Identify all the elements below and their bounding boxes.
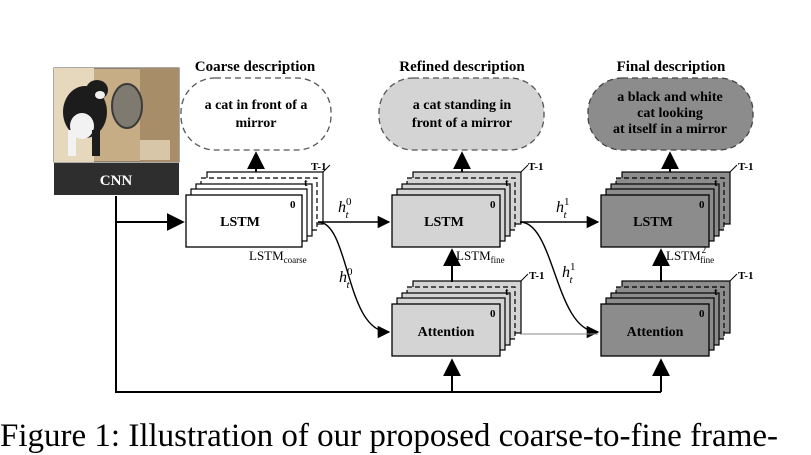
final-title: Final description [617, 59, 726, 75]
final-attention-label: Attention [627, 325, 684, 340]
coarse-bubble-line-2: mirror [236, 116, 277, 131]
refined-attention-label: Attention [418, 325, 475, 340]
coarse-lstm-name-main: LSTM [249, 248, 284, 263]
refined-lstm-stack: T-1 t 0 LSTM [391, 161, 544, 248]
final-stack-front-label: 0 [699, 199, 705, 211]
refined-attn-front-label: 0 [490, 308, 496, 320]
coarse-stack-top-label: T-1 [311, 161, 327, 173]
coarse-lstm-name: LSTMcoarse [249, 248, 307, 265]
refined-lstm-label: LSTM [424, 215, 464, 230]
final-attn-front-label: 0 [699, 308, 705, 320]
coarse-lstm-label: LSTM [220, 215, 260, 230]
refined-stack-front-label: 0 [490, 199, 496, 211]
h0-lower-sub: t [347, 279, 351, 291]
final-attention-stack: T-1 t 0 Attention [600, 270, 754, 357]
h0-upper-sup: 0 [346, 196, 352, 208]
coarse-description-bubble: a cat in front of a mirror [180, 77, 332, 151]
h0-lower-base: h [339, 269, 347, 286]
refined-stack-mid-label: t [505, 177, 509, 189]
refined-attn-top-label: T-1 [529, 270, 545, 282]
refined-stack-top-label: T-1 [528, 161, 544, 173]
final-attn-top-label: T-1 [738, 270, 754, 282]
final-bubble-line-1: a black and white [617, 90, 722, 105]
cnn-feature-line [115, 196, 661, 393]
final-attn-mid-label: t [714, 286, 718, 298]
refined-attention-stack: T-1 t 0 Attention [391, 270, 545, 357]
coarse-to-refined-attn-arrow [317, 221, 391, 339]
refined-lstm-name-sub: fine [491, 255, 505, 265]
final-lstm-label: LSTM [633, 215, 673, 230]
coarse-bubble-line-1: a cat in front of a [205, 98, 308, 113]
refined-bubble-line-2: front of a mirror [412, 116, 512, 131]
h1-upper-sup: 1 [564, 196, 570, 208]
final-lstm-name-sup: 2 [702, 245, 707, 255]
h1-lower-sub: t [570, 274, 574, 286]
coarse-lstm-name-sub: coarse [284, 255, 307, 265]
h1-lower-sup: 1 [570, 261, 576, 273]
final-lstm-stack: T-1 t 0 LSTM [600, 161, 754, 248]
final-stack-mid-label: t [714, 177, 718, 189]
refined-bubble-line-1: a cat standing in [413, 98, 512, 113]
h0-upper-sub: t [346, 209, 350, 221]
final-description-bubble: a black and white cat looking at itself … [587, 77, 754, 151]
refined-lstm-name: LSTMfine [456, 248, 505, 265]
refined-lstm-name-main: LSTM [456, 248, 491, 263]
refined-to-final-attn-arrow [519, 221, 600, 339]
final-bubble-line-2: cat looking [637, 106, 703, 121]
final-bubble-line-3: at itself in a mirror [613, 122, 727, 137]
h1-upper-sub: t [564, 209, 568, 221]
refined-description-bubble: a cat standing in front of a mirror [378, 77, 545, 151]
final-stack-top-label: T-1 [738, 161, 754, 173]
h0-lower-sup: 0 [347, 266, 353, 278]
cnn-box: CNN [54, 163, 179, 195]
figure-caption: Figure 1: Illustration of our proposed c… [0, 418, 778, 454]
h1-upper-base: h [556, 199, 564, 216]
refined-title: Refined description [399, 59, 525, 75]
coarse-title: Coarse description [195, 59, 316, 75]
final-lstm-name-main: LSTM [666, 248, 701, 263]
h0-upper-base: h [338, 199, 346, 216]
coarse-stack-mid-label: t [304, 177, 308, 189]
input-image [53, 67, 180, 163]
coarse-stack-front-label: 0 [290, 199, 296, 211]
final-lstm-name-sub: fine [700, 255, 714, 265]
refined-attn-mid-label: t [505, 286, 509, 298]
cnn-label: CNN [100, 173, 133, 189]
coarse-lstm-stack: T-1 t 0 LSTM LSTMcoarse [185, 161, 331, 265]
h1-lower-base: h [562, 264, 570, 281]
